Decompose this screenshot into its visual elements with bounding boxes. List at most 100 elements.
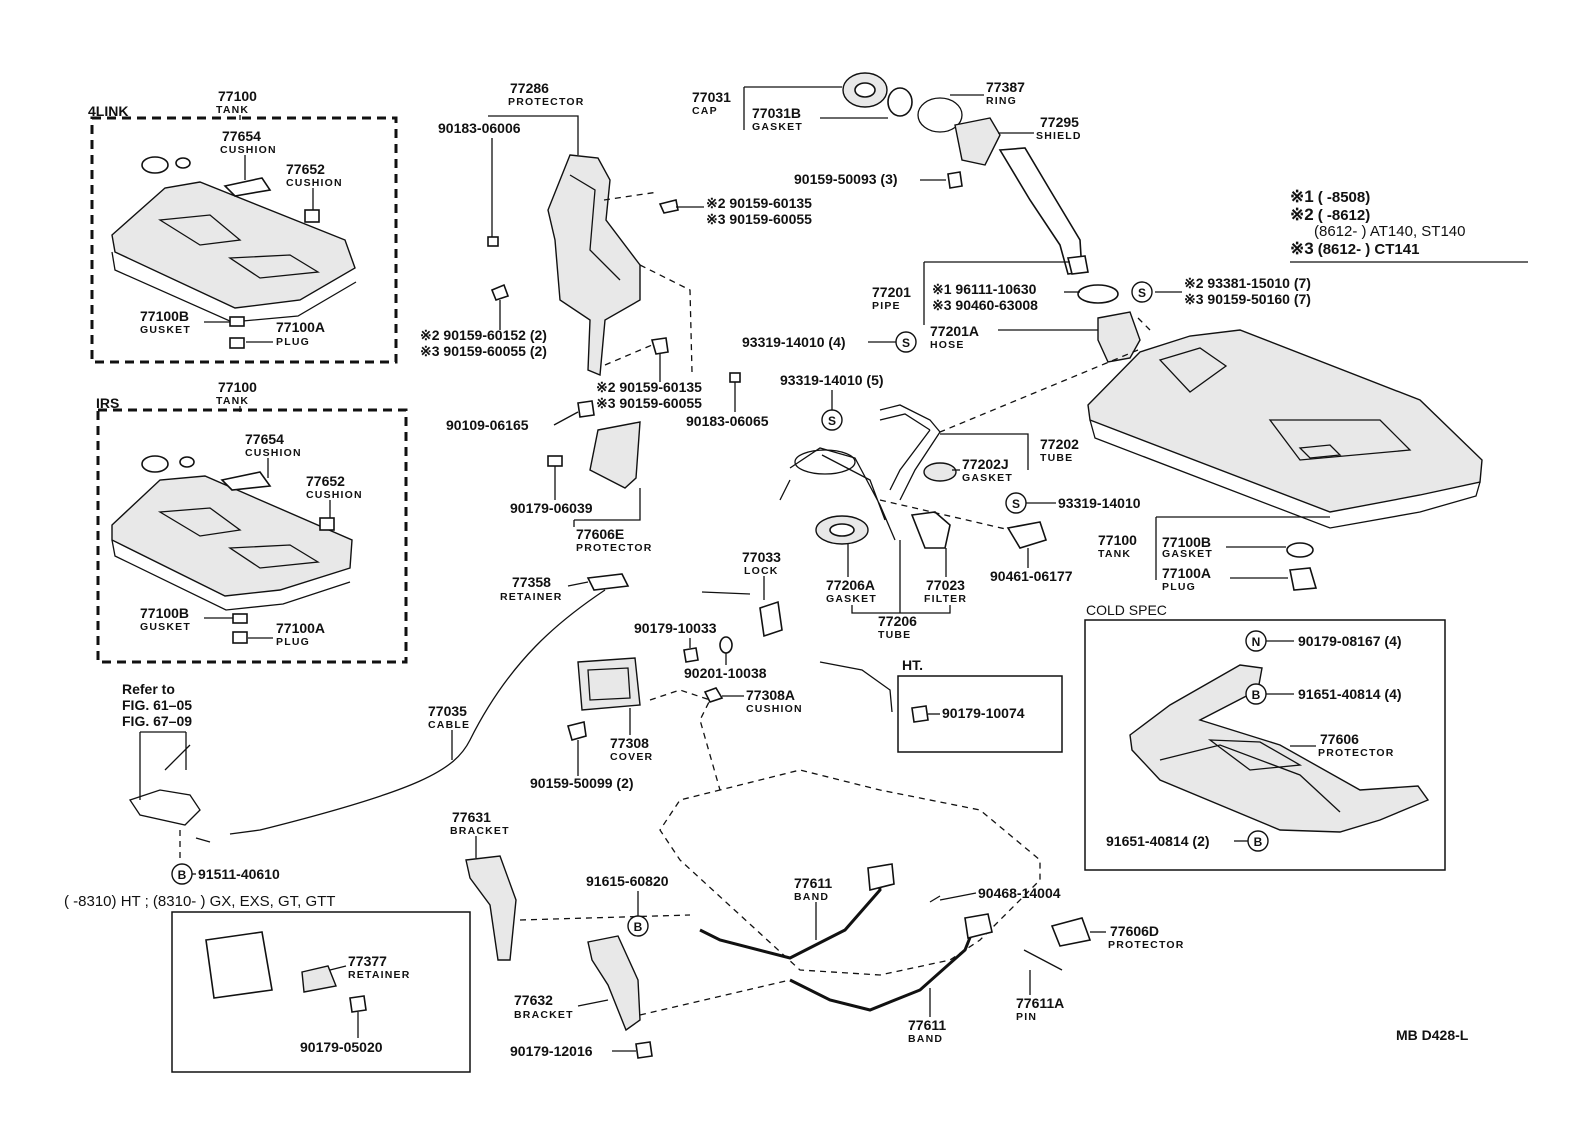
svg-text:B: B bbox=[1252, 688, 1261, 702]
svg-text:93319-14010: 93319-14010 bbox=[1058, 495, 1141, 511]
svg-text:※3 90159-60055: ※3 90159-60055 bbox=[596, 395, 702, 411]
svg-text:GASKET: GASKET bbox=[1162, 548, 1213, 560]
svg-text:BRACKET: BRACKET bbox=[450, 825, 510, 837]
svg-text:※2 93381-15010 (7): ※2 93381-15010 (7) bbox=[1184, 275, 1311, 291]
svg-text:※3 90460-63008: ※3 90460-63008 bbox=[932, 297, 1038, 313]
note-2: ※2( -8612) bbox=[1290, 205, 1370, 224]
svg-text:B: B bbox=[1254, 835, 1263, 849]
irs-tank-drawing bbox=[111, 455, 353, 644]
svg-text:77206: 77206 bbox=[878, 613, 917, 629]
svg-text:※3 90159-60055 (2): ※3 90159-60055 (2) bbox=[420, 343, 547, 359]
svg-text:77100A: 77100A bbox=[276, 319, 325, 335]
svg-text:GASKET: GASKET bbox=[826, 593, 877, 605]
svg-text:90461-06177: 90461-06177 bbox=[990, 568, 1073, 584]
bottom-option-box bbox=[171, 911, 471, 1073]
ht-box bbox=[897, 675, 1063, 753]
b-symbol-2: B bbox=[1245, 683, 1267, 705]
s-symbol-3: S bbox=[821, 409, 843, 431]
note-3: ※3(8612- ) CT141 bbox=[1290, 239, 1419, 258]
bottom-option-note: ( -8310) HT ; (8310- ) GX, EXS, GT, GTT bbox=[64, 893, 335, 910]
svg-text:TANK: TANK bbox=[216, 104, 249, 116]
svg-text:91651-40814 (2): 91651-40814 (2) bbox=[1106, 833, 1210, 849]
svg-text:CUSHION: CUSHION bbox=[220, 144, 277, 156]
note-2b: (8612- ) AT140, ST140 bbox=[1314, 223, 1465, 240]
svg-text:90159-50099 (2): 90159-50099 (2) bbox=[530, 775, 634, 791]
main-tank-drawing bbox=[1087, 329, 1483, 591]
svg-text:77100: 77100 bbox=[218, 379, 257, 395]
svg-text:77100B: 77100B bbox=[140, 605, 189, 621]
svg-text:FIG. 61–05: FIG. 61–05 bbox=[122, 697, 192, 713]
svg-text:TANK: TANK bbox=[216, 395, 249, 407]
svg-text:S: S bbox=[1012, 497, 1020, 511]
svg-text:90201-10038: 90201-10038 bbox=[684, 665, 767, 681]
svg-text:90468-14004: 90468-14004 bbox=[978, 885, 1061, 901]
cable-labels: 77358 RETAINER 77033 LOCK 90179-10033 90… bbox=[122, 549, 1025, 882]
svg-text:B: B bbox=[178, 868, 187, 882]
svg-text:PIN: PIN bbox=[1016, 1011, 1037, 1023]
svg-text:COVER: COVER bbox=[610, 751, 653, 763]
fourlink-tank-drawing bbox=[111, 156, 357, 349]
svg-text:S: S bbox=[828, 414, 836, 428]
svg-text:91615-60820: 91615-60820 bbox=[586, 873, 669, 889]
svg-text:RETAINER: RETAINER bbox=[348, 969, 411, 981]
svg-text:77606: 77606 bbox=[1320, 731, 1359, 747]
fourlink-labels: 77100 TANK 77654 CUSHION 77652 CUSHION 7… bbox=[140, 88, 343, 348]
irs-box bbox=[96, 408, 408, 664]
svg-text:S: S bbox=[1138, 286, 1146, 300]
svg-text:※1 96111-10630: ※1 96111-10630 bbox=[932, 281, 1037, 297]
svg-text:77606E: 77606E bbox=[576, 526, 624, 542]
svg-text:77295: 77295 bbox=[1040, 114, 1079, 130]
svg-text:77308: 77308 bbox=[610, 735, 649, 751]
svg-text:77652: 77652 bbox=[286, 161, 325, 177]
svg-text:90179-05020: 90179-05020 bbox=[300, 1039, 383, 1055]
svg-text:77100B: 77100B bbox=[140, 308, 189, 324]
cold-spec-labels: 90179-08167 (4) 91651-40814 (4) 77606 PR… bbox=[1106, 633, 1402, 849]
svg-text:77652: 77652 bbox=[306, 473, 345, 489]
s-symbol-2: S bbox=[895, 331, 917, 353]
n-symbol: N bbox=[1245, 630, 1267, 652]
svg-text:BRACKET: BRACKET bbox=[514, 1009, 574, 1021]
svg-text:77387: 77387 bbox=[986, 79, 1025, 95]
svg-text:N: N bbox=[1252, 635, 1261, 649]
s-symbol-4: S bbox=[1005, 492, 1027, 514]
svg-text:FIG. 67–09: FIG. 67–09 bbox=[122, 713, 192, 729]
svg-text:※2 90159-60135: ※2 90159-60135 bbox=[596, 379, 702, 395]
irs-label: IRS bbox=[96, 395, 119, 411]
svg-text:77100: 77100 bbox=[1098, 532, 1137, 548]
svg-text:GASKET: GASKET bbox=[962, 472, 1013, 484]
svg-text:77654: 77654 bbox=[245, 431, 284, 447]
svg-text:CUSHION: CUSHION bbox=[306, 489, 363, 501]
svg-text:GASKET: GASKET bbox=[752, 121, 803, 133]
svg-text:PROTECTOR: PROTECTOR bbox=[576, 542, 653, 554]
svg-text:77606D: 77606D bbox=[1110, 923, 1159, 939]
b-symbol-4: B bbox=[627, 915, 649, 937]
svg-text:CUSHION: CUSHION bbox=[746, 703, 803, 715]
svg-text:PROTECTOR: PROTECTOR bbox=[1318, 747, 1395, 759]
b-symbol-3: B bbox=[1247, 830, 1269, 852]
svg-text:CUSHION: CUSHION bbox=[245, 447, 302, 459]
svg-text:※2 90159-60135: ※2 90159-60135 bbox=[706, 195, 812, 211]
svg-text:77031: 77031 bbox=[692, 89, 731, 105]
b-symbol-1: B bbox=[171, 863, 193, 885]
cold-spec-box bbox=[1084, 619, 1446, 871]
svg-text:CUSHION: CUSHION bbox=[286, 177, 343, 189]
s-symbol-1: S bbox=[1131, 281, 1153, 303]
svg-text:77631: 77631 bbox=[452, 809, 491, 825]
svg-text:77611: 77611 bbox=[908, 1017, 946, 1033]
protector-labels: 77286 PROTECTOR 90183-06006 ※2 90159-601… bbox=[420, 80, 812, 554]
svg-text:77611A: 77611A bbox=[1016, 995, 1064, 1011]
svg-text:90179-06039: 90179-06039 bbox=[510, 500, 593, 516]
svg-text:PIPE: PIPE bbox=[872, 300, 901, 312]
svg-text:90159-50093 (3): 90159-50093 (3) bbox=[794, 171, 898, 187]
svg-text:PLUG: PLUG bbox=[276, 336, 310, 348]
tube-drawing bbox=[779, 317, 1151, 549]
svg-text:77031B: 77031B bbox=[752, 105, 801, 121]
notes-legend: ※1( -8508) ※2( -8612) (8612- ) AT140, ST… bbox=[1290, 187, 1528, 263]
svg-text:77286: 77286 bbox=[510, 80, 549, 96]
svg-text:77201A: 77201A bbox=[930, 323, 979, 339]
svg-text:93319-14010 (5): 93319-14010 (5) bbox=[780, 372, 884, 388]
bottom-option-labels: 77377 RETAINER 90179-05020 bbox=[300, 953, 411, 1055]
svg-text:TUBE: TUBE bbox=[878, 629, 911, 641]
bands-labels: 77631 BRACKET 91615-60820 77632 BRACKET … bbox=[450, 809, 1183, 1059]
